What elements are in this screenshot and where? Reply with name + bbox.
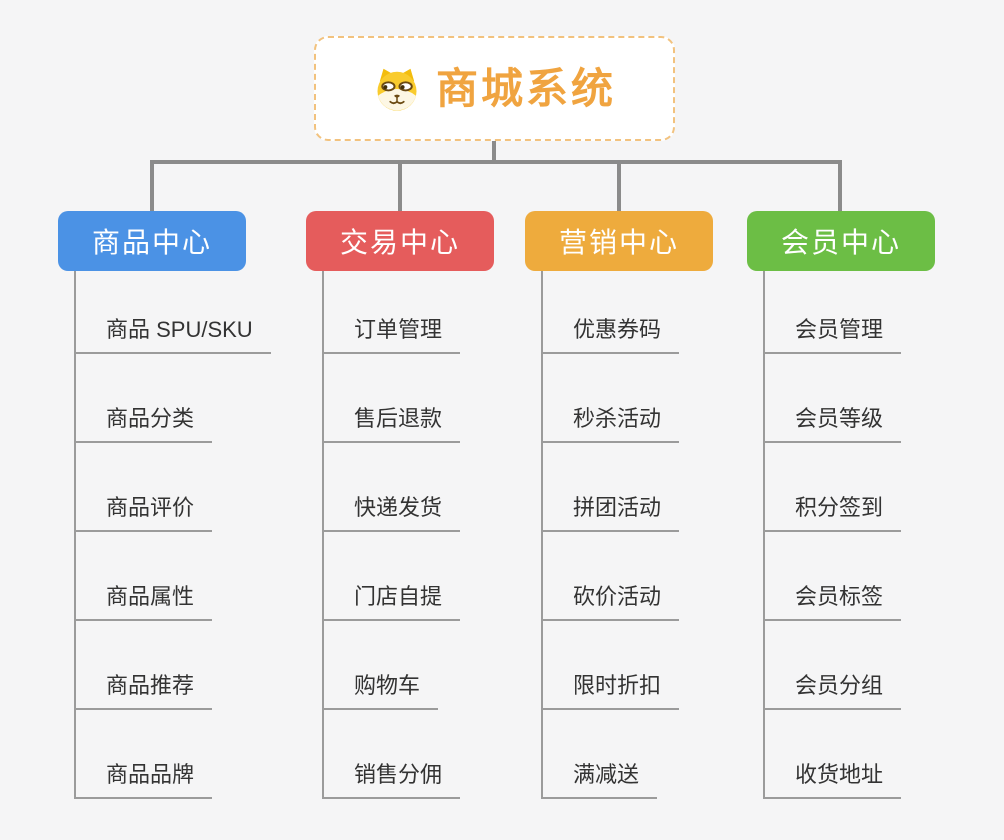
leaf-item[interactable]: 积分签到: [763, 494, 902, 532]
connector-drop-trade: [398, 160, 402, 213]
leaf-item[interactable]: 会员等级: [763, 405, 902, 443]
shiba-dog-icon: [373, 66, 421, 112]
trunk-product: [74, 271, 76, 799]
leaf-item[interactable]: 秒杀活动: [541, 405, 680, 443]
leaf-item[interactable]: 商品评价: [74, 494, 213, 532]
leaf-item[interactable]: 门店自提: [322, 583, 461, 621]
connector-drop-member: [838, 160, 842, 213]
leaf-item[interactable]: 商品属性: [74, 583, 213, 621]
connector-bus: [150, 160, 842, 164]
leaf-item[interactable]: 优惠券码: [541, 316, 680, 354]
leaf-item[interactable]: 收货地址: [763, 761, 902, 799]
leaf-item[interactable]: 商品推荐: [74, 672, 213, 710]
leaf-item[interactable]: 会员标签: [763, 583, 902, 621]
leaf-item[interactable]: 购物车: [322, 672, 439, 710]
leaf-item[interactable]: 砍价活动: [541, 583, 680, 621]
leaf-item[interactable]: 会员分组: [763, 672, 902, 710]
branch-marketing-center[interactable]: 营销中心: [525, 211, 713, 271]
trunk-marketing: [541, 271, 543, 799]
leaf-item[interactable]: 限时折扣: [541, 672, 680, 710]
leaf-item[interactable]: 商品分类: [74, 405, 213, 443]
leaf-item[interactable]: 销售分佣: [322, 761, 461, 799]
leaf-item[interactable]: 会员管理: [763, 316, 902, 354]
branch-member-center[interactable]: 会员中心: [747, 211, 935, 271]
trunk-trade: [322, 271, 324, 799]
branch-trade-center[interactable]: 交易中心: [306, 211, 494, 271]
root-node[interactable]: 商城系统: [314, 36, 675, 141]
leaf-item[interactable]: 满减送: [541, 761, 658, 799]
connector-drop-product: [150, 160, 154, 213]
connector-root-stem: [492, 138, 496, 164]
leaf-item[interactable]: 快递发货: [322, 494, 461, 532]
leaf-item[interactable]: 商品 SPU/SKU: [74, 316, 271, 354]
leaf-item[interactable]: 售后退款: [322, 405, 461, 443]
connector-drop-marketing: [617, 160, 621, 213]
leaf-item[interactable]: 订单管理: [322, 316, 461, 354]
leaf-item[interactable]: 商品品牌: [74, 761, 213, 799]
branch-product-center[interactable]: 商品中心: [58, 211, 246, 271]
leaf-item[interactable]: 拼团活动: [541, 494, 680, 532]
trunk-member: [763, 271, 765, 799]
root-title: 商城系统: [435, 64, 616, 112]
